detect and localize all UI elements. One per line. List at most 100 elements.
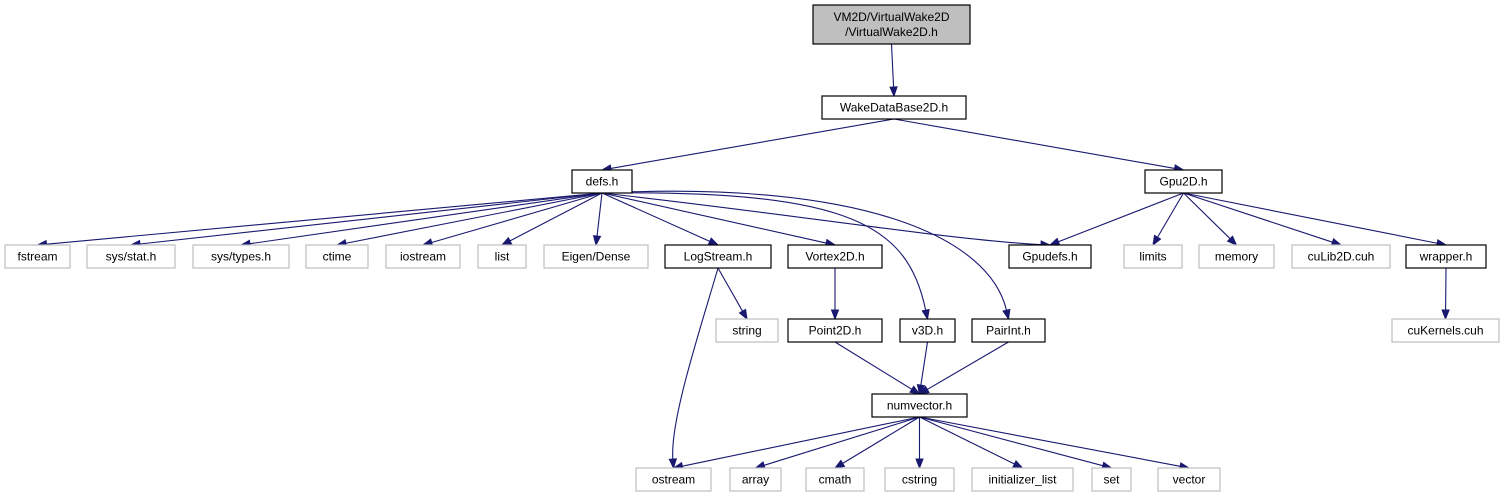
- edge-line: [672, 267, 719, 460]
- node-array: array: [729, 467, 782, 492]
- edge-line: [1157, 192, 1184, 238]
- node-box: [805, 467, 865, 492]
- edge-logstream-to-ostream: [668, 267, 719, 470]
- node-box: [1123, 244, 1183, 269]
- node-box: [1391, 318, 1500, 343]
- node-limits: limits: [1123, 244, 1183, 269]
- edge-arrowhead: [1441, 309, 1450, 321]
- edge-arrowhead: [889, 86, 898, 98]
- edge-line: [890, 43, 895, 88]
- node-label: Vortex2D.h: [805, 250, 864, 264]
- node-label: WakeDataBase2D.h: [840, 101, 948, 115]
- node-defs[interactable]: defs.h: [571, 169, 633, 194]
- nodes-layer: VM2D/VirtualWake2D/VirtualWake2D.hWakeDa…: [4, 4, 1500, 492]
- node-logstream[interactable]: LogStream.h: [664, 244, 772, 269]
- edge-line: [920, 341, 929, 386]
- node-box: [477, 244, 527, 269]
- node-box: [1144, 169, 1223, 194]
- edge-line: [763, 416, 920, 466]
- edge-arrowhead: [915, 458, 924, 470]
- edge-arrowhead: [918, 385, 930, 395]
- node-label: Gpu2D.h: [1159, 175, 1207, 189]
- node-label: Gpudefs.h: [1022, 250, 1077, 264]
- node-label: defs.h: [586, 175, 619, 189]
- node-point2d[interactable]: Point2D.h: [787, 318, 883, 343]
- edge-gpu2d-to-memory: [1183, 192, 1238, 246]
- edge-line: [1183, 192, 1438, 244]
- edge-numvector-to-cstring: [915, 417, 924, 470]
- node-box: [86, 244, 176, 269]
- node-wrapper[interactable]: wrapper.h: [1405, 244, 1487, 269]
- node-label: iostream: [400, 250, 446, 264]
- node-box: [1405, 244, 1487, 269]
- edge-root-to-wakedatabase2d: [889, 43, 898, 98]
- node-label: memory: [1215, 250, 1258, 264]
- edge-numvector-to-set: [919, 416, 1113, 470]
- node-label: list: [495, 250, 510, 264]
- edge-gpu2d-to-wrapper: [1183, 192, 1448, 248]
- node-label: initializer_list: [988, 473, 1057, 487]
- edge-defs-to-v3d: [601, 192, 930, 321]
- node-label: Eigen/Dense: [562, 250, 631, 264]
- edge-numvector-to-vector: [919, 416, 1191, 471]
- node-gpudefs[interactable]: Gpudefs.h: [1008, 244, 1092, 269]
- node-box: [899, 318, 956, 343]
- node-label: vector: [1173, 473, 1206, 487]
- edge-line: [1183, 192, 1231, 240]
- node-label: cuLib2D.cuh: [1308, 250, 1375, 264]
- node-label: ostream: [652, 473, 695, 487]
- edge-vortex2d-to-point2d: [830, 268, 840, 321]
- node-root[interactable]: VM2D/VirtualWake2D/VirtualWake2D.h: [812, 4, 971, 45]
- node-label: array: [742, 473, 769, 487]
- edge-numvector-to-ostream: [672, 416, 920, 471]
- edge-line: [842, 416, 920, 464]
- edge-line: [919, 416, 1015, 465]
- edge-numvector-to-initializer_list: [919, 416, 1024, 469]
- edge-wakedatabase2d-to-gpu2d: [893, 118, 1185, 173]
- edge-pairint-to-numvector: [918, 341, 1009, 395]
- edge-arrowhead: [1152, 234, 1162, 247]
- edge-arrowhead: [921, 308, 930, 321]
- edge-wakedatabase2d-to-defs: [600, 118, 895, 173]
- node-fstream: fstream: [4, 244, 71, 269]
- node-wakedatabase2d[interactable]: WakeDataBase2D.h: [821, 95, 967, 120]
- node-label: cmath: [819, 473, 852, 487]
- node-vortex2d[interactable]: Vortex2D.h: [787, 244, 883, 269]
- node-box: [1157, 467, 1221, 492]
- node-vector: vector: [1157, 467, 1221, 492]
- node-set: set: [1091, 467, 1132, 492]
- node-systypes: sys/types.h: [192, 244, 290, 269]
- node-box: [787, 244, 883, 269]
- edge-arrowhead: [592, 235, 602, 247]
- node-label: LogStream.h: [684, 250, 753, 264]
- node-label: wrapper.h: [1419, 250, 1473, 264]
- node-ostream: ostream: [635, 467, 712, 492]
- node-box: [664, 244, 772, 269]
- edge-defs-to-ctime: [335, 192, 603, 248]
- node-culib2d: cuLib2D.cuh: [1291, 244, 1391, 269]
- node-v3d[interactable]: v3D.h: [899, 318, 956, 343]
- node-box: [821, 95, 967, 120]
- edge-line: [345, 192, 603, 244]
- node-pairint[interactable]: PairInt.h: [971, 318, 1046, 343]
- edge-line: [46, 192, 603, 245]
- edge-arrowhead: [707, 237, 720, 246]
- node-box: [305, 244, 369, 269]
- node-box: [543, 244, 649, 269]
- edge-arrowhead: [916, 383, 926, 396]
- edge-line: [834, 341, 913, 390]
- node-eigendense: Eigen/Dense: [543, 244, 649, 269]
- node-cukernels: cuKernels.cuh: [1391, 318, 1500, 343]
- node-numvector[interactable]: numvector.h: [871, 393, 968, 418]
- edge-defs-to-pairint: [601, 190, 1011, 321]
- node-gpu2d[interactable]: Gpu2D.h: [1144, 169, 1223, 194]
- edge-line: [919, 416, 1103, 467]
- edge-defs-to-eigendense: [592, 192, 603, 247]
- node-label: ctime: [323, 250, 352, 264]
- node-box: [1198, 244, 1275, 269]
- node-box: [971, 318, 1046, 343]
- edge-point2d-to-numvector: [834, 341, 921, 395]
- edge-line: [1058, 192, 1184, 243]
- edge-line: [596, 192, 603, 237]
- edge-defs-to-iostream: [421, 192, 603, 247]
